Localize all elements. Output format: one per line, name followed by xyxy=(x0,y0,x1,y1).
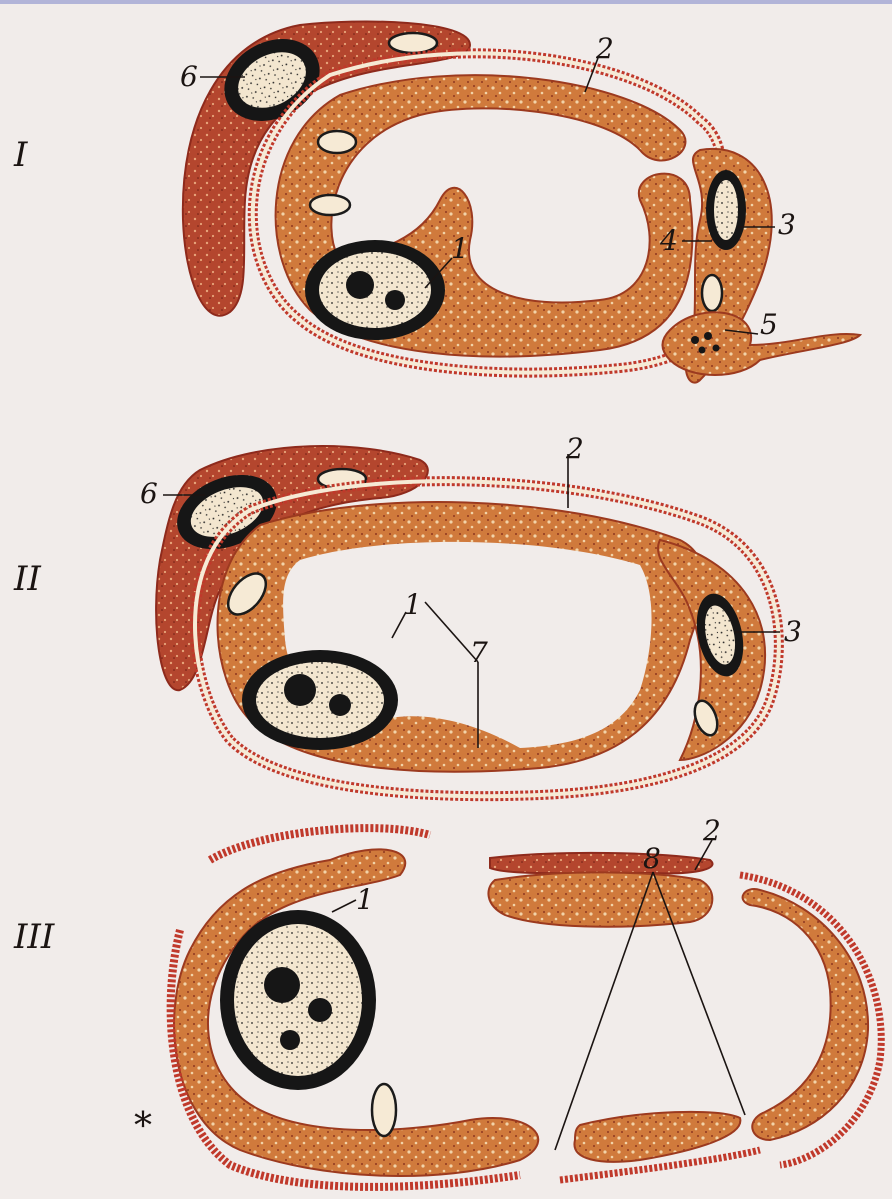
panel-1 xyxy=(183,22,860,383)
fragment-bottom xyxy=(574,1112,740,1162)
mitochondrion xyxy=(310,195,350,215)
fragment-right xyxy=(743,889,868,1140)
label-3-panel1: 3 xyxy=(778,208,796,241)
label-6-panel1: 6 xyxy=(180,60,198,93)
pericyte-1-mitochondrion xyxy=(389,33,437,53)
asterisk-mark: * xyxy=(134,1106,152,1147)
label-2-panel1: 2 xyxy=(595,32,614,65)
fragment-top-1 xyxy=(490,853,713,873)
label-1-panel1: 1 xyxy=(451,232,469,265)
label-3-panel2: 3 xyxy=(784,615,802,648)
label-1-panel2: 1 xyxy=(404,588,422,621)
mitochondrion xyxy=(318,131,356,153)
label-7-panel2: 7 xyxy=(470,636,488,669)
background-text-lines xyxy=(0,0,892,4)
label-2-panel2: 2 xyxy=(565,432,584,465)
panel-label-III: III xyxy=(13,917,55,957)
panel-label-II: II xyxy=(13,559,41,599)
fragment-top-2 xyxy=(488,872,712,926)
panel-2 xyxy=(156,446,779,796)
label-4-panel1: 4 xyxy=(659,224,678,257)
label-6-panel2: 6 xyxy=(140,477,158,510)
label-5-panel1: 5 xyxy=(760,308,778,341)
label-2-panel3: 2 xyxy=(702,814,721,847)
label-1-panel3: 1 xyxy=(356,883,374,916)
label-8-panel3: 8 xyxy=(643,842,661,875)
panel-3 xyxy=(171,828,882,1187)
panel-label-I: I xyxy=(13,135,28,175)
